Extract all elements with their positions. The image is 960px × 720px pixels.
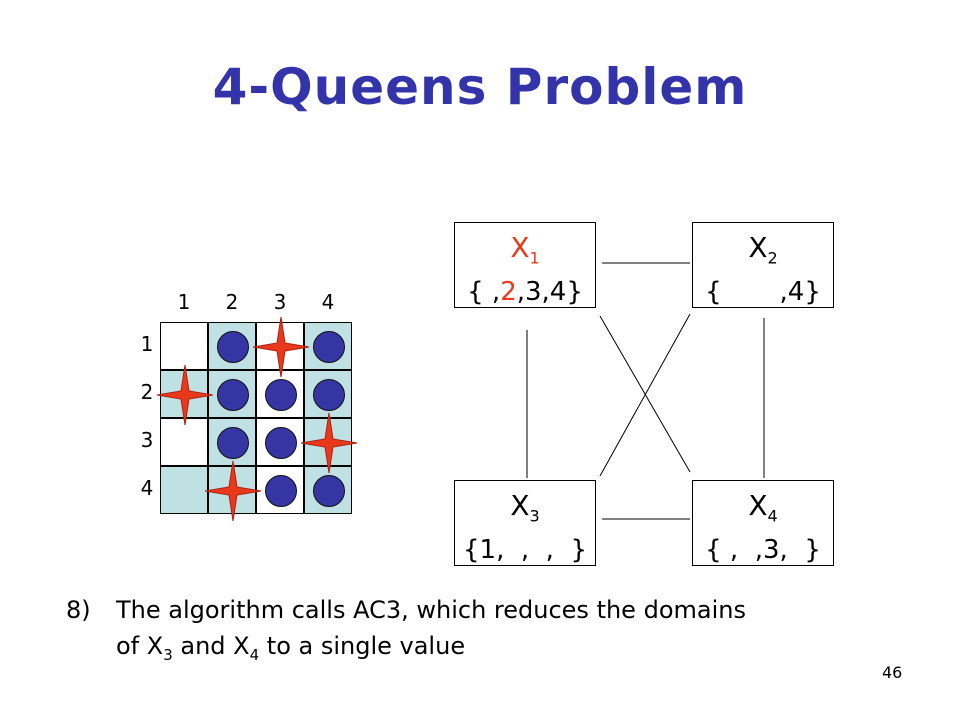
row-label-2: 2 — [140, 380, 154, 404]
column-label-2: 2 — [225, 290, 239, 314]
queen-icon — [313, 475, 345, 507]
board-cell-r4-c4 — [304, 466, 352, 514]
column-label-4: 4 — [321, 290, 335, 314]
board-cell-r3-c1 — [160, 418, 208, 466]
eliminated-star-icon — [204, 460, 262, 522]
board-cell-r2-c4 — [304, 370, 352, 418]
board-cell-r4-c3 — [256, 466, 304, 514]
node-x2-domain: { ,4} — [705, 276, 821, 307]
edge-x2-x3 — [599, 313, 691, 477]
node-x4-domain: { , ,3, } — [705, 534, 821, 565]
queen-icon — [313, 379, 345, 411]
queen-icon — [265, 427, 297, 459]
board-cell-r1-c2 — [208, 322, 256, 370]
row-label-3: 3 — [140, 428, 154, 452]
board-cell-r4-c2 — [204, 460, 262, 522]
caption-line-1: The algorithm calls AC3, which reduces t… — [116, 596, 746, 624]
node-x2: X2 { ,4} — [692, 222, 834, 308]
board-cell-r3-c3 — [256, 418, 304, 466]
node-x1-domain: { ,2,3,4} — [467, 276, 583, 307]
slide-title: 4-Queens Problem — [212, 58, 748, 116]
chess-board — [156, 316, 358, 522]
node-x3-domain: {1, , , } — [462, 534, 587, 565]
page-number: 46 — [882, 663, 903, 682]
column-label-1: 1 — [177, 290, 191, 314]
queen-icon — [217, 379, 249, 411]
eliminated-star-icon — [300, 412, 358, 474]
queen-icon — [217, 427, 249, 459]
node-x4-name: X4 — [748, 489, 778, 526]
step-number: 8) — [66, 596, 91, 624]
node-x1: X1 { ,2,3,4} — [454, 222, 596, 308]
node-x2-name: X2 — [748, 231, 778, 268]
queen-icon — [313, 331, 345, 363]
board-cell-r1-c4 — [304, 322, 352, 370]
node-x4: X4 { , ,3, } — [692, 480, 834, 566]
board-cell-r4-c1 — [160, 466, 208, 514]
row-label-1: 1 — [140, 332, 154, 356]
row-label-4: 4 — [140, 476, 154, 500]
board-cell-r2-c3 — [256, 370, 304, 418]
board-cell-r1-c3 — [252, 316, 310, 378]
node-x1-name: X1 — [510, 231, 540, 268]
board-cell-r3-c4 — [300, 412, 358, 474]
eliminated-star-icon — [252, 316, 310, 378]
node-x3-name: X3 — [510, 489, 540, 526]
queen-icon — [265, 379, 297, 411]
queen-icon — [265, 475, 297, 507]
queen-icon — [217, 331, 249, 363]
board-cell-r2-c2 — [208, 370, 256, 418]
caption-line-2: of X3 and X4 to a single value — [116, 632, 466, 664]
column-label-3: 3 — [273, 290, 287, 314]
eliminated-star-icon — [156, 364, 214, 426]
board-cell-r2-c1 — [156, 364, 214, 426]
node-x3: X3 {1, , , } — [454, 480, 596, 566]
